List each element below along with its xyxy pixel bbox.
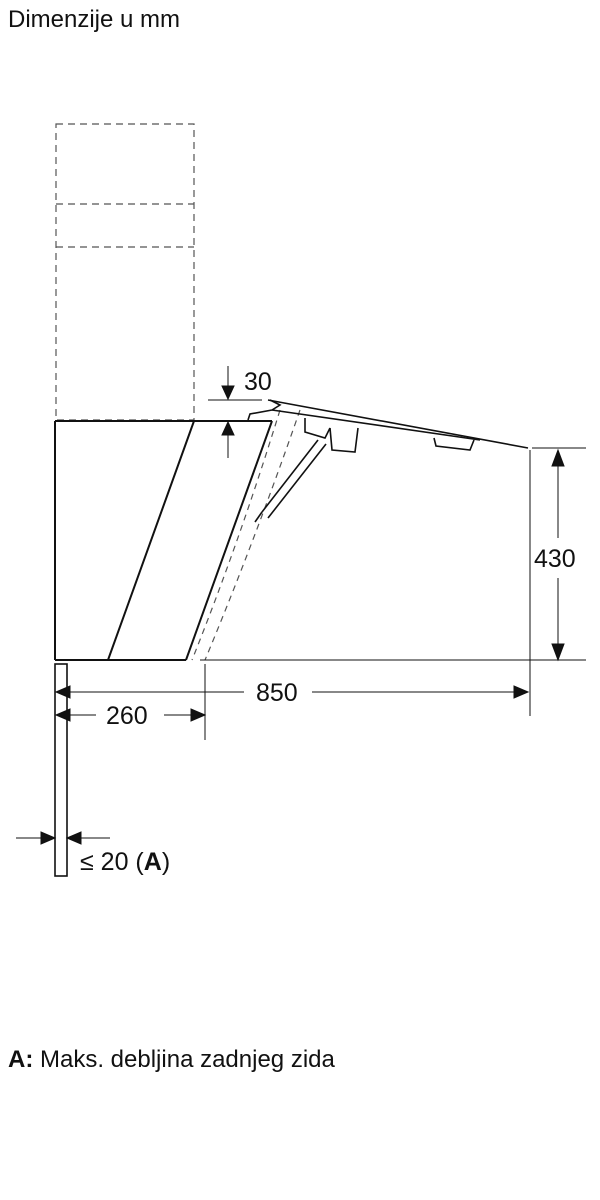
- diagram-title: Dimenzije u mm: [8, 6, 181, 33]
- dimension-top-gap: [208, 366, 262, 458]
- dimension-wall-thickness: [16, 831, 110, 845]
- chimney-dashed-outline: [55, 123, 195, 421]
- dimension-hood-depth: [54, 664, 207, 740]
- hood-body: [54, 420, 273, 661]
- dimension-top-gap-label: 30: [244, 368, 272, 396]
- dimension-height: [200, 447, 586, 716]
- dimension-total-depth-label: 850: [256, 679, 298, 707]
- legend-key: A:: [8, 1046, 34, 1073]
- open-panel-dashed: [191, 409, 301, 661]
- legend: A: Maks. debljina zadnjeg zida: [8, 1046, 335, 1074]
- dimension-height-label: 430: [534, 545, 576, 573]
- legend-text: Maks. debljina zadnjeg zida: [40, 1046, 335, 1073]
- dimension-total-depth: [54, 685, 530, 699]
- dimension-wall-thickness-label: ≤ 20 (A): [80, 848, 170, 876]
- dimension-hood-depth-label: 260: [106, 702, 148, 730]
- back-wall: [54, 663, 68, 877]
- glass-panel: [247, 399, 529, 523]
